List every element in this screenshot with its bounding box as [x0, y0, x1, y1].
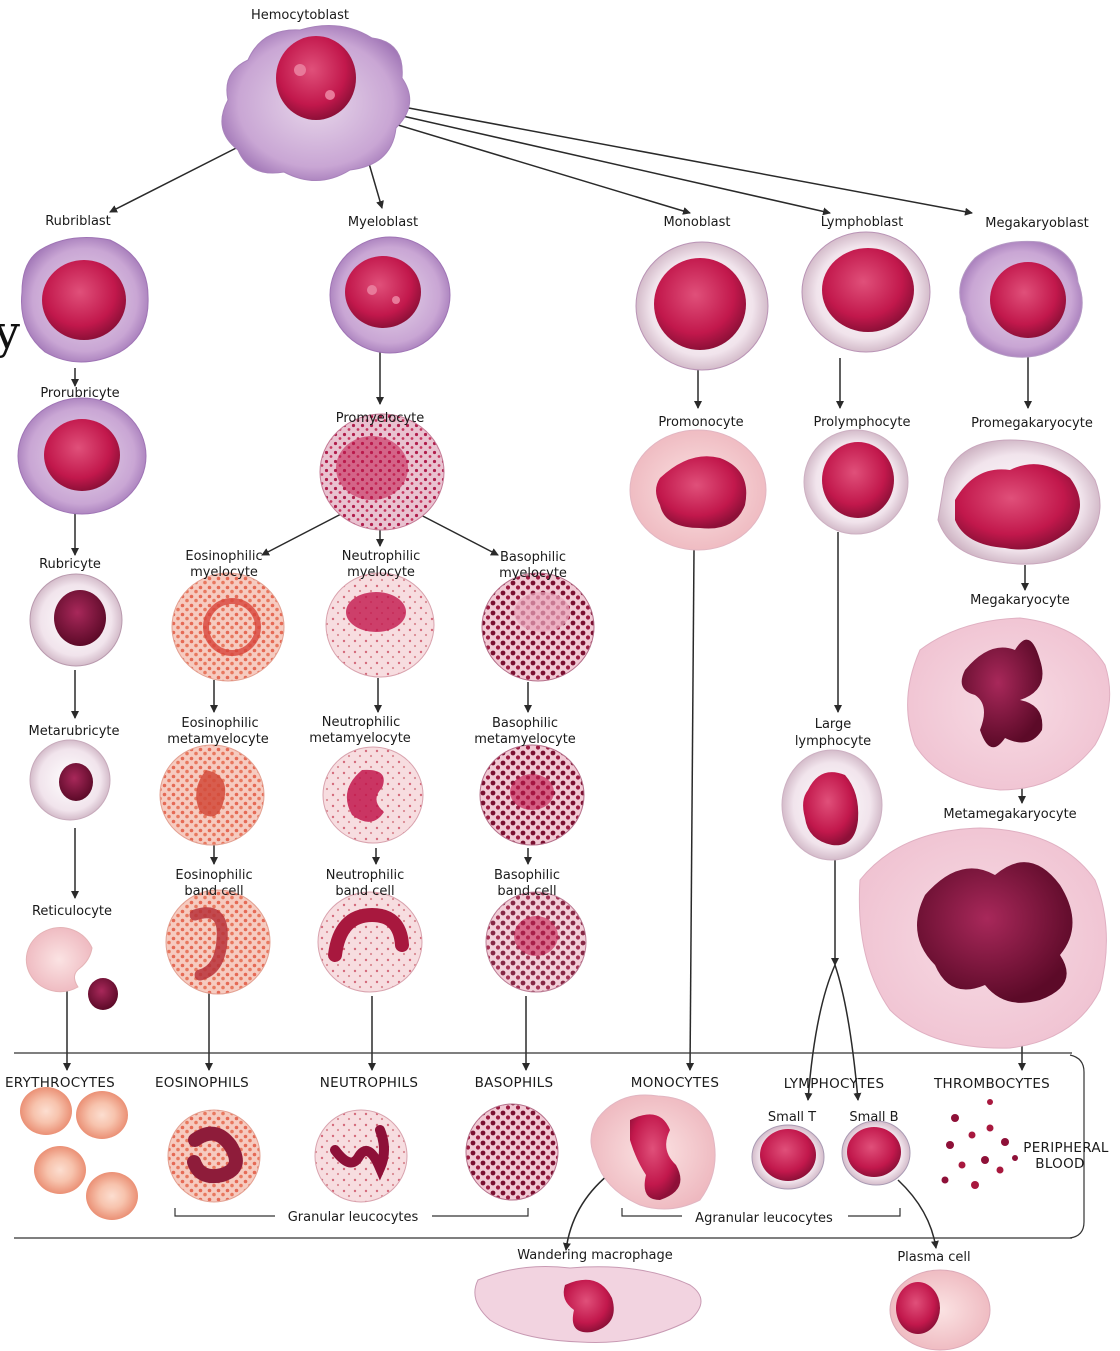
eosinophilic-metamyelocyte-cell: [160, 745, 264, 845]
promonocyte-cell: [630, 430, 766, 550]
label-neutrophilic-myelocyte-2: myelocyte: [347, 565, 415, 580]
wandering-macrophage-cell: [475, 1267, 701, 1343]
neutrophilic-band-cell: [318, 892, 422, 992]
label-small-t: Small T: [768, 1110, 816, 1125]
eosinophilic-band-cell: [166, 890, 270, 994]
lymphoblast-cell: [802, 232, 930, 352]
label-promyelocyte: Promyelocyte: [336, 411, 424, 426]
basophil-cell: [466, 1104, 558, 1200]
label-plasma-cell: Plasma cell: [897, 1250, 970, 1265]
label-rubriblast: Rubriblast: [45, 214, 111, 229]
group-granular-leucocytes: Granular leucocytes: [288, 1210, 419, 1225]
caption-thrombocytes: THROMBOCYTES: [933, 1076, 1050, 1092]
label-eosinophilic-metamyelocyte-2: metamyelocyte: [167, 732, 269, 747]
thrombocytes-cluster: [942, 1099, 1019, 1189]
caption-basophils: BASOPHILS: [475, 1075, 554, 1091]
label-myeloblast: Myeloblast: [348, 215, 418, 230]
label-large-lymphocyte-2: lymphocyte: [795, 734, 871, 749]
caption-lymphocytes: LYMPHOCYTES: [784, 1076, 885, 1092]
mature-cell-captions: ERYTHROCYTES EOSINOPHILS NEUTROPHILS BAS…: [5, 1075, 1050, 1092]
megakaryoblast-cell: [960, 241, 1082, 357]
label-eosinophilic-metamyelocyte-1: Eosinophilic: [181, 716, 258, 731]
label-neutrophilic-metamyelocyte-2: metamyelocyte: [309, 731, 411, 746]
caption-erythrocytes: ERYTHROCYTES: [5, 1075, 115, 1091]
eosinophilic-myelocyte-cell: [172, 573, 284, 681]
metamegakaryocyte-cell: [859, 828, 1106, 1048]
reticulocyte-cell: [26, 928, 118, 1010]
monocyte-cell: [591, 1095, 715, 1209]
label-hemocytoblast: Hemocytoblast: [251, 8, 349, 23]
label-megakaryocyte: Megakaryocyte: [970, 593, 1070, 608]
label-prolymphocyte: Prolymphocyte: [814, 415, 911, 430]
label-prorubricyte: Prorubricyte: [40, 386, 119, 401]
rubriblast-cell: [21, 238, 148, 362]
large-lymphocyte-cell: [782, 750, 882, 860]
caption-eosinophils: EOSINOPHILS: [155, 1075, 249, 1091]
group-agranular-leucocytes: Agranular leucocytes: [695, 1211, 833, 1226]
label-metarubricyte: Metarubricyte: [28, 724, 119, 739]
label-neutrophilic-band-1: Neutrophilic: [326, 868, 405, 883]
peripheral-blood-line-2: BLOOD: [1035, 1156, 1084, 1172]
label-reticulocyte: Reticulocyte: [32, 904, 112, 919]
myeloblast-cell: [330, 237, 450, 353]
label-wandering-macrophage: Wandering macrophage: [517, 1248, 673, 1263]
label-promonocyte: Promonocyte: [658, 415, 743, 430]
erythrocytes-cluster: [20, 1087, 138, 1220]
label-eosinophilic-band-1: Eosinophilic: [175, 868, 252, 883]
prorubricyte-cell: [18, 398, 146, 514]
label-basophilic-myelocyte-2: myelocyte: [499, 566, 567, 581]
monoblast-cell: [636, 242, 768, 370]
label-neutrophilic-myelocyte-1: Neutrophilic: [342, 549, 421, 564]
basophilic-metamyelocyte-cell: [480, 745, 584, 845]
label-rubricyte: Rubricyte: [39, 557, 101, 572]
neutrophilic-metamyelocyte-cell: [323, 747, 423, 843]
neutrophilic-myelocyte-cell: [326, 573, 434, 677]
label-basophilic-metamyelocyte-1: Basophilic: [492, 716, 558, 731]
hemocytoblast-cell: [222, 26, 410, 181]
metarubricyte-cell: [30, 740, 110, 820]
megakaryocyte-cell: [908, 618, 1110, 790]
label-promegakaryocyte: Promegakaryocyte: [971, 416, 1093, 431]
label-basophilic-metamyelocyte-2: metamyelocyte: [474, 732, 576, 747]
caption-monocytes: MONOCYTES: [631, 1075, 719, 1091]
basophilic-band-cell: [486, 892, 586, 992]
peripheral-blood-line-1: PERIPHERAL: [1023, 1140, 1109, 1156]
label-basophilic-myelocyte-1: Basophilic: [500, 550, 566, 565]
plasma-cell: [890, 1270, 990, 1350]
eosinophil-cell: [168, 1110, 260, 1202]
label-metamegakaryocyte: Metamegakaryocyte: [943, 807, 1076, 822]
label-large-lymphocyte-1: Large: [815, 717, 852, 732]
small-t-lymphocyte-cell: [752, 1125, 824, 1189]
caption-neutrophils: NEUTROPHILS: [320, 1075, 418, 1091]
label-megakaryoblast: Megakaryoblast: [985, 216, 1088, 231]
label-basophilic-band-1: Basophilic: [494, 868, 560, 883]
rubricyte-cell: [30, 574, 122, 666]
label-neutrophilic-band-2: band cell: [335, 884, 394, 899]
small-b-lymphocyte-cell: [842, 1121, 910, 1185]
basophilic-myelocyte-cell: [482, 573, 594, 681]
neutrophil-cell: [315, 1110, 407, 1202]
fragment-glyph: y: [0, 305, 20, 359]
label-eosinophilic-myelocyte-1: Eosinophilic: [185, 549, 262, 564]
label-basophilic-band-2: band cell: [497, 884, 556, 899]
promyelocyte-cell: [320, 414, 444, 530]
prolymphocyte-cell: [804, 430, 908, 534]
label-eosinophilic-band-2: band cell: [184, 884, 243, 899]
label-neutrophilic-metamyelocyte-1: Neutrophilic: [322, 715, 401, 730]
promegakaryocyte-cell: [938, 440, 1100, 564]
label-lymphoblast: Lymphoblast: [821, 215, 904, 230]
label-eosinophilic-myelocyte-2: myelocyte: [190, 565, 258, 580]
label-small-b: Small B: [849, 1110, 898, 1125]
label-monoblast: Monoblast: [663, 215, 730, 230]
